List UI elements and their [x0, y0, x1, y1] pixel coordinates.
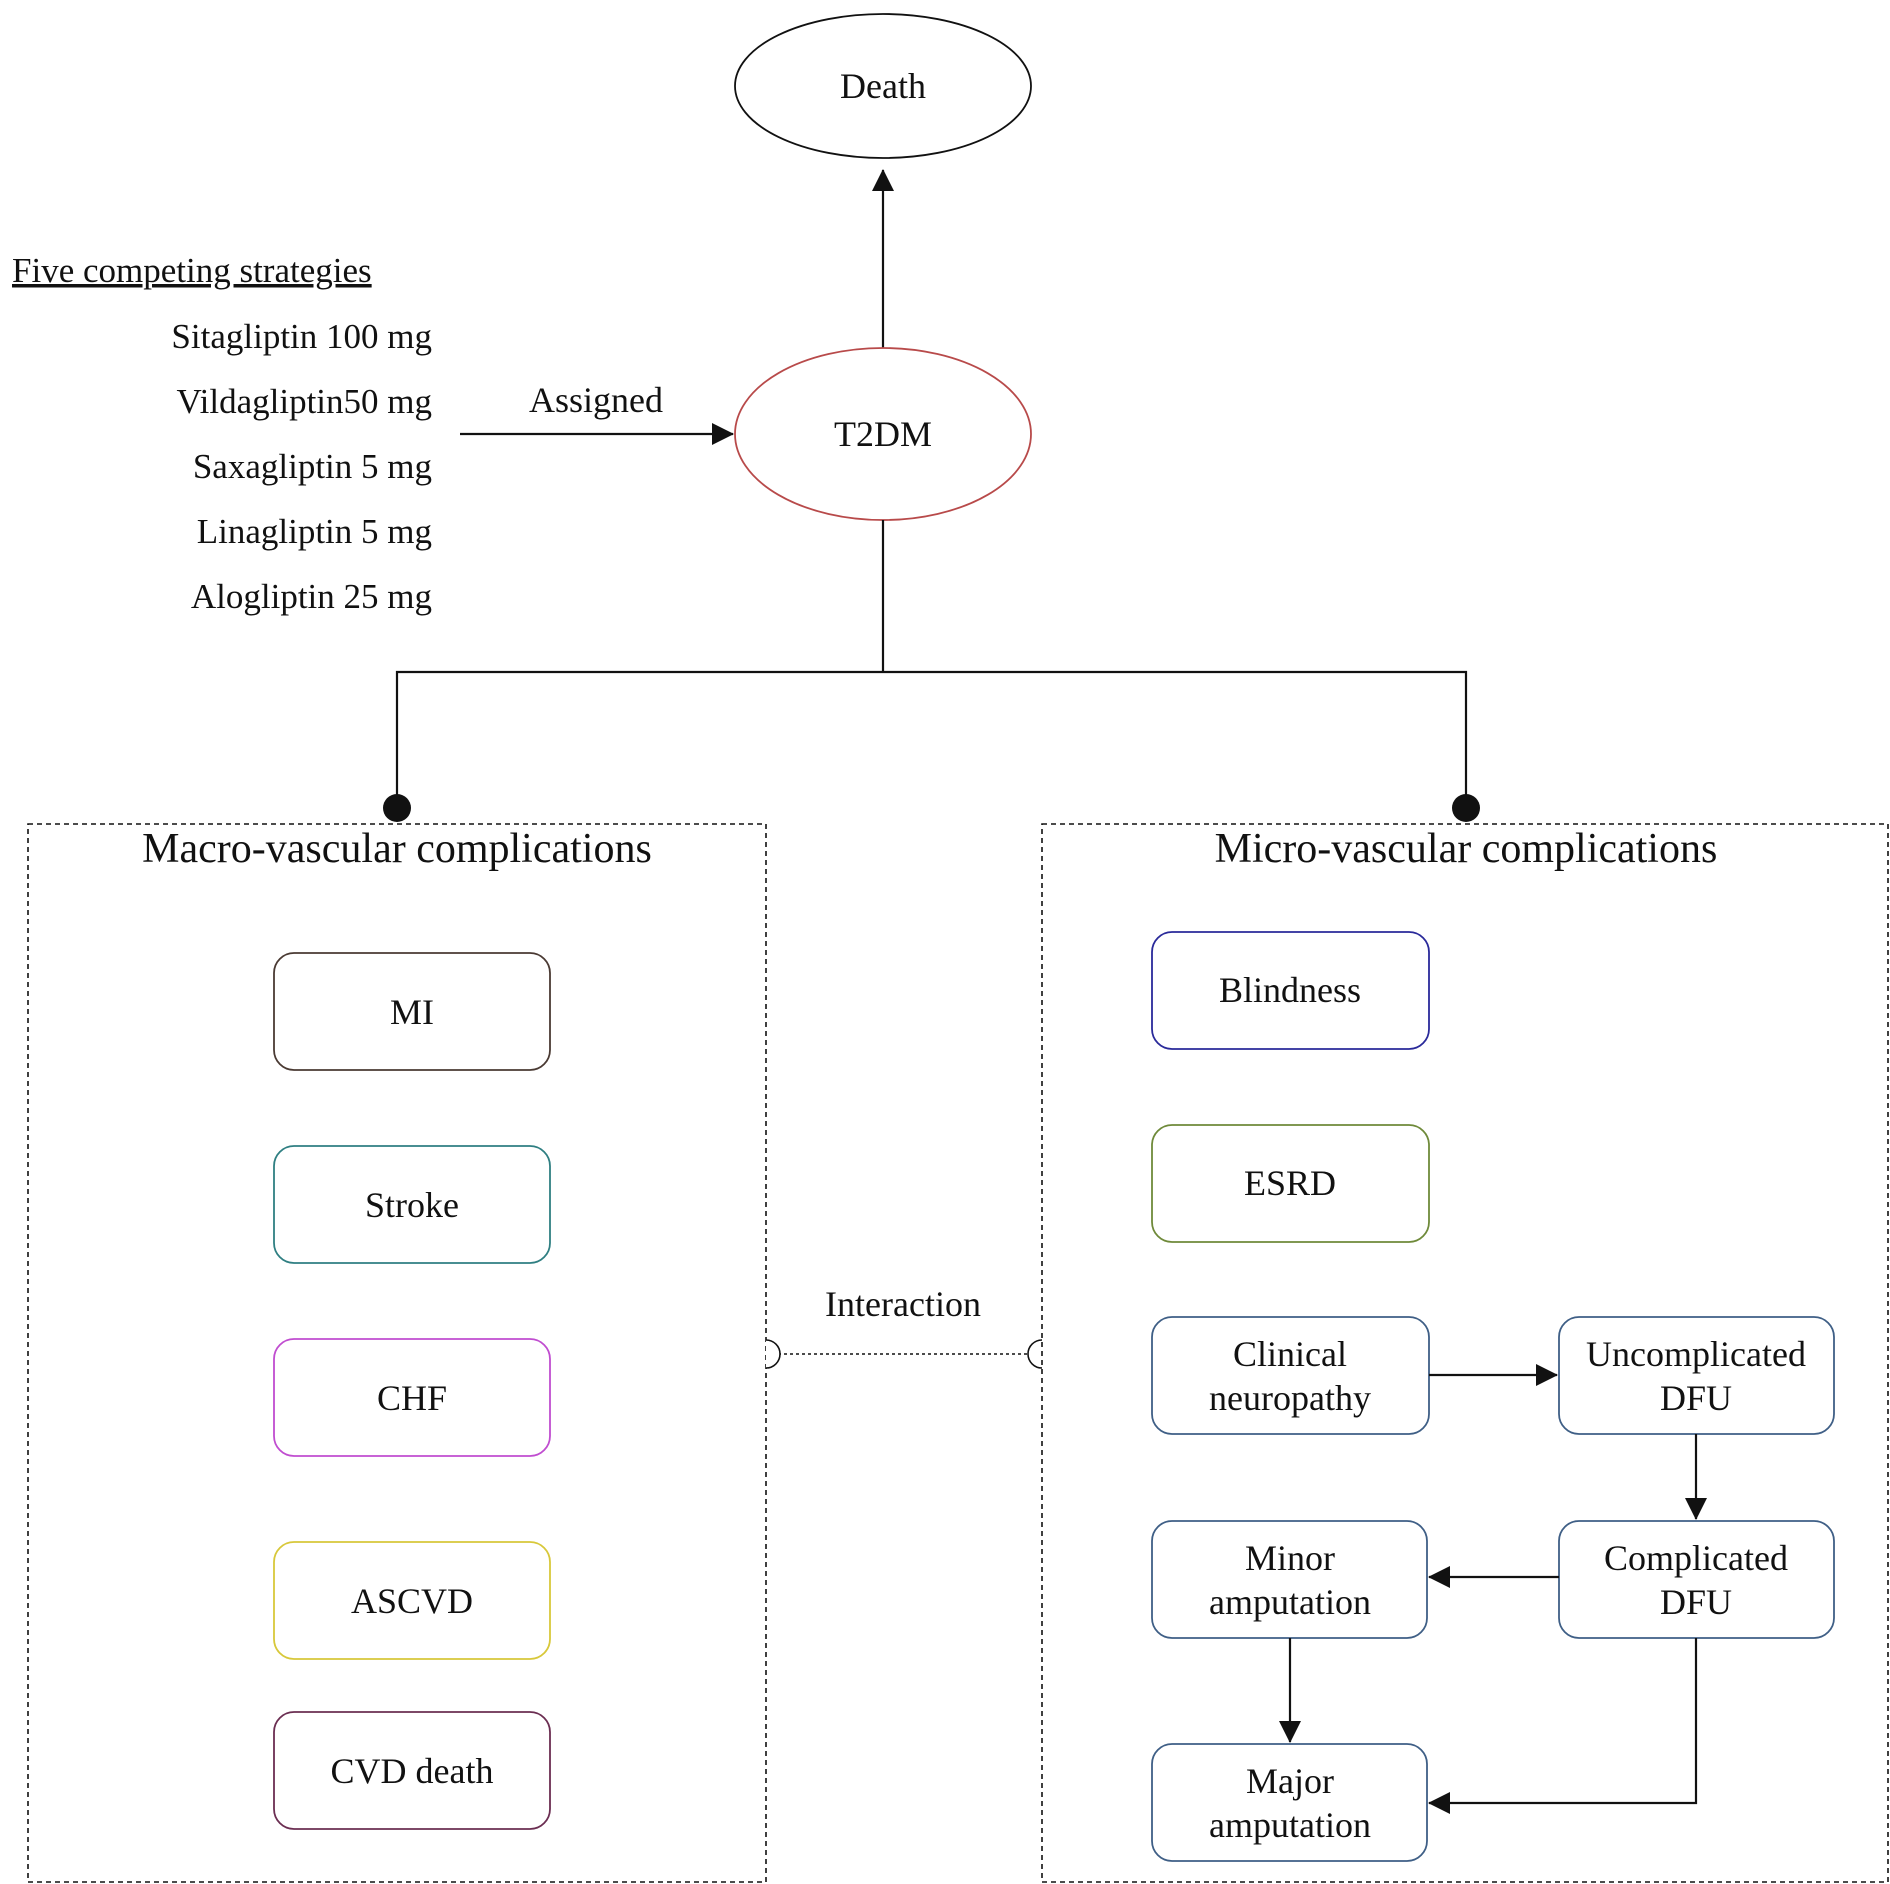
svg-text:neuropathy: neuropathy [1209, 1378, 1371, 1418]
t2dm-label: T2DM [834, 414, 932, 454]
svg-text:Major: Major [1246, 1761, 1334, 1801]
stroke-node: Stroke [273, 1145, 551, 1264]
strategy-item: Sitagliptin 100 mg [171, 317, 432, 356]
svg-text:DFU: DFU [1660, 1378, 1732, 1418]
svg-text:Clinical: Clinical [1233, 1334, 1347, 1374]
macro-vascular-panel: Macro-vascular complications MI Stroke C… [27, 823, 767, 1883]
svg-text:Minor: Minor [1245, 1538, 1335, 1578]
clinical-neuropathy-node: Clinical neuropathy [1151, 1316, 1430, 1435]
strategy-item: Alogliptin 25 mg [191, 577, 432, 616]
ascvd-node: ASCVD [273, 1541, 551, 1660]
cvd-death-node: CVD death [273, 1711, 551, 1830]
svg-text:amputation: amputation [1209, 1582, 1371, 1622]
strategies-list: Five competing strategies Sitagliptin 10… [12, 251, 432, 616]
death-label: Death [840, 66, 926, 106]
svg-text:CHF: CHF [377, 1378, 447, 1418]
strategy-item: Saxagliptin 5 mg [193, 447, 432, 486]
complicated-dfu-to-major-amputation-arrow [1428, 1638, 1698, 1814]
t2dm-node: T2DM [734, 347, 1032, 521]
interaction-label: Interaction [825, 1284, 981, 1324]
svg-text:Complicated: Complicated [1604, 1538, 1788, 1578]
svg-text:MI: MI [390, 992, 434, 1032]
macro-panel-title: Macro-vascular complications [142, 826, 652, 872]
strategy-item: Linagliptin 5 mg [197, 512, 432, 551]
svg-text:ESRD: ESRD [1244, 1163, 1336, 1203]
micro-panel-title: Micro-vascular complications [1215, 826, 1718, 872]
mi-node: MI [273, 952, 551, 1071]
interaction-link: Interaction [765, 1284, 1043, 1369]
strategies-title: Five competing strategies [12, 251, 372, 290]
esrd-node: ESRD [1151, 1124, 1430, 1243]
assigned-label: Assigned [529, 380, 663, 420]
t2dm-branch-connector [383, 520, 1480, 822]
minor-amputation-node: Minor amputation [1151, 1520, 1428, 1639]
chf-node: CHF [273, 1338, 551, 1457]
strategy-item: Vildagliptin50 mg [176, 382, 432, 421]
svg-text:Uncomplicated: Uncomplicated [1586, 1334, 1806, 1374]
micro-vascular-panel: Micro-vascular complications Blindness E… [1041, 823, 1889, 1883]
svg-text:Stroke: Stroke [365, 1185, 459, 1225]
major-amputation-node: Major amputation [1151, 1743, 1428, 1862]
death-node: Death [734, 13, 1032, 159]
svg-text:DFU: DFU [1660, 1582, 1732, 1622]
svg-text:amputation: amputation [1209, 1805, 1371, 1845]
svg-text:ASCVD: ASCVD [351, 1581, 473, 1621]
complicated-dfu-node: Complicated DFU [1558, 1520, 1835, 1639]
svg-text:CVD death: CVD death [331, 1751, 494, 1791]
svg-text:Blindness: Blindness [1219, 970, 1361, 1010]
uncomplicated-dfu-node: Uncomplicated DFU [1558, 1316, 1835, 1435]
blindness-node: Blindness [1151, 931, 1430, 1050]
